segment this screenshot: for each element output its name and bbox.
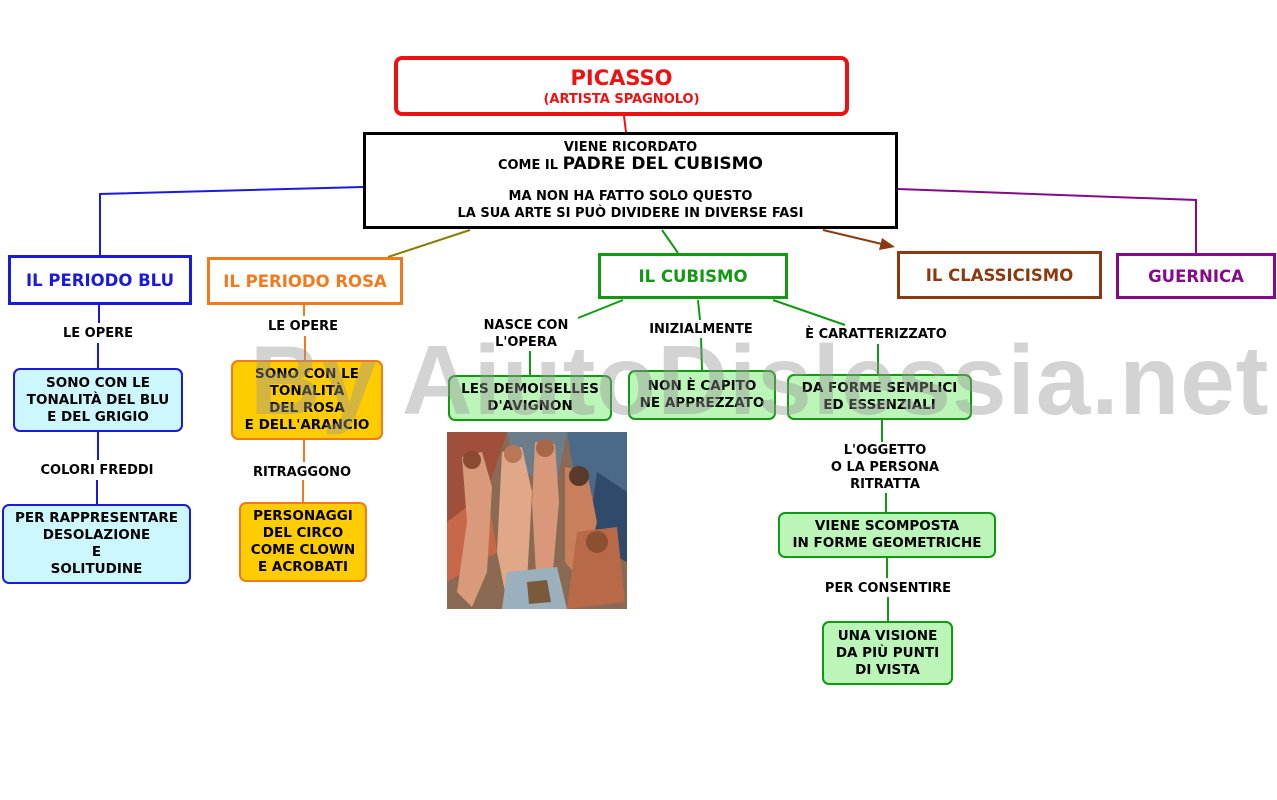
rosa-box-tonalita: SONO CON LE TONALITÀ DEL ROSA E DELL'ARA…	[231, 360, 383, 440]
connector-cub-caratt	[772, 299, 846, 326]
rosa-box2-line: COME CLOWN	[250, 542, 356, 558]
title-sub: (ARTISTA SPAGNOLO)	[543, 91, 700, 107]
connector-center-cubismo	[661, 229, 679, 254]
cub-box-visione: UNA VISIONE DA PIÙ PUNTI DI VISTA	[822, 621, 953, 685]
center-line1: VIENE RICORDATO	[563, 140, 698, 155]
cub-box-noncapito: NON È CAPITO NE APPREZZATO	[628, 370, 776, 420]
cub-link-nasce: NASCE CON L'OPERA	[466, 317, 586, 351]
blu-box-rappresentare: PER RAPPRESENTARE DESOLAZIONE E SOLITUDI…	[2, 504, 191, 584]
blu-box2-line: E	[91, 544, 102, 560]
cub-visione-line: DI VISTA	[855, 661, 920, 678]
connector-center-classicismo	[822, 229, 887, 246]
cub-link-nasce-line: NASCE CON	[483, 318, 569, 333]
rosa-box2-line: PERSONAGGI	[253, 508, 353, 524]
cub-oggetto-line: O LA PERSONA	[830, 460, 940, 475]
blu-box2-line: SOLITUDINE	[50, 561, 143, 577]
phase-rosa-label: IL PERIODO ROSA	[223, 271, 387, 291]
cub-noncap-line: NE APPREZZATO	[639, 395, 765, 411]
title-main: PICASSO	[570, 65, 673, 90]
cub-forme-line: DA FORME SEMPLICI	[801, 380, 958, 396]
connector-cub-noncap	[700, 337, 703, 371]
connector-cub-iniz	[697, 299, 701, 321]
phase-classicismo-label: IL CLASSICISMO	[925, 265, 1074, 285]
blu-link-colori: COLORI FREDDI	[40, 463, 154, 478]
cub-oggetto-line: L'OGGETTO	[843, 443, 927, 458]
cub-scomp-line: VIENE SCOMPOSTA	[814, 518, 960, 534]
blu-box2-line: PER RAPPRESENTARE	[15, 510, 178, 526]
cub-link-oggetto: L'OGGETTO O LA PERSONA RITRATTA	[812, 442, 958, 493]
connector-cub-nasce	[577, 299, 624, 319]
phase-blu-label: IL PERIODO BLU	[25, 270, 174, 290]
cub-visione-line: UNA VISIONE	[837, 627, 938, 644]
rosa-link-ritraggono: RITRAGGONO	[252, 465, 352, 480]
blu-box1-line: SONO CON LE	[46, 374, 150, 391]
watermark-text: By AiutoDislessia.net	[250, 325, 1270, 435]
center-line3: MA NON HA FATTO SOLO QUESTO	[508, 189, 753, 204]
blu-link-opere: LE OPERE	[62, 326, 134, 341]
rosa-box1-line: E DELL'ARANCIO	[244, 417, 370, 433]
cub-box-demoiselles: LES DEMOISELLES D'AVIGNON	[448, 375, 612, 421]
phase-cubismo: IL CUBISMO	[598, 253, 788, 299]
center-line2: COME IL PADRE DEL CUBISMO	[498, 156, 763, 174]
phase-rosa: IL PERIODO ROSA	[207, 257, 403, 305]
center-line4: LA SUA ARTE SI PUÒ DIVIDERE IN DIVERSE F…	[457, 206, 804, 221]
cub-dem-line: LES DEMOISELLES	[461, 381, 599, 397]
center-node: VIENE RICORDATO COME IL PADRE DEL CUBISM…	[363, 132, 898, 229]
demoiselles-painting-image	[447, 432, 627, 609]
rosa-box2-line: DEL CIRCO	[262, 525, 344, 541]
rosa-box1-line: DEL ROSA	[269, 400, 345, 416]
cub-visione-line: DA PIÙ PUNTI	[835, 644, 940, 661]
cub-link-inizialmente: INIZIALMENTE	[649, 322, 753, 337]
blu-box-tonalita: SONO CON LE TONALITÀ DEL BLU E DEL GRIGI…	[13, 368, 183, 432]
blu-box1-line: E DEL GRIGIO	[47, 408, 149, 425]
rosa-box2-line: E ACROBATI	[257, 559, 349, 575]
phase-guernica: GUERNICA	[1116, 253, 1276, 299]
blu-box1-line: TONALITÀ DEL BLU	[26, 391, 170, 408]
cub-scomp-line: IN FORME GEOMETRICHE	[792, 535, 982, 551]
cub-link-consentire: PER CONSENTIRE	[824, 581, 952, 596]
title-node: PICASSO (ARTISTA SPAGNOLO)	[394, 56, 849, 116]
connector-title-center	[623, 115, 627, 133]
phase-guernica-label: GUERNICA	[1148, 266, 1244, 286]
rosa-box1-line: SONO CON LE	[255, 366, 359, 382]
connector-center-rosa	[387, 229, 471, 258]
cub-link-nasce-line: L'OPERA	[495, 335, 557, 350]
cub-forme-line: ED ESSENZIALI	[823, 397, 936, 413]
connector-center-blu	[99, 186, 364, 255]
cub-noncap-line: NON È CAPITO	[647, 378, 757, 394]
rosa-box1-line: TONALITÀ	[269, 383, 345, 399]
connector-center-guernica	[897, 188, 1197, 253]
rosa-link-opere: LE OPERE	[267, 319, 339, 334]
phase-blu: IL PERIODO BLU	[8, 255, 192, 305]
cub-box-scomposta: VIENE SCOMPOSTA IN FORME GEOMETRICHE	[778, 512, 996, 558]
blu-box2-line: DESOLAZIONE	[42, 527, 151, 543]
phase-cubismo-label: IL CUBISMO	[638, 266, 748, 286]
center-line2-prefix: COME IL	[497, 158, 559, 173]
phase-classicismo: IL CLASSICISMO	[897, 251, 1102, 299]
arrowhead-classicismo	[879, 238, 895, 250]
cub-oggetto-line: RITRATTA	[850, 477, 920, 492]
cub-link-caratterizzato: È CARATTERIZZATO	[805, 327, 947, 342]
cub-dem-line: D'AVIGNON	[487, 398, 573, 414]
rosa-box-personaggi: PERSONAGGI DEL CIRCO COME CLOWN E ACROBA…	[239, 502, 367, 582]
center-line2-big: PADRE DEL CUBISMO	[562, 154, 764, 174]
cub-box-forme: DA FORME SEMPLICI ED ESSENZIALI	[787, 374, 972, 420]
